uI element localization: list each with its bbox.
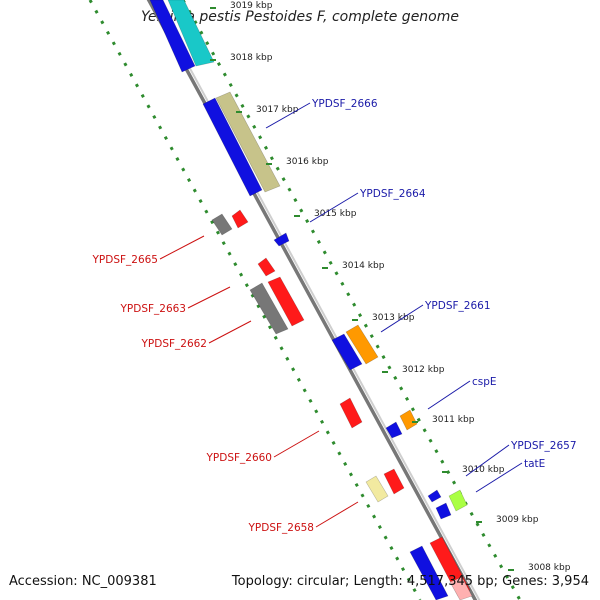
backbone-line-dark bbox=[146, 0, 478, 600]
gene-feature-blue-2661 bbox=[331, 333, 363, 371]
gene-feature-red-2665 bbox=[231, 209, 249, 229]
leader-line bbox=[475, 462, 523, 493]
gene-feature-red-2658 bbox=[383, 468, 405, 495]
tick-label: 3014 kbp bbox=[342, 261, 385, 271]
gene-label-ypdsf_2657: YPDSF_2657 bbox=[510, 440, 577, 452]
gene-feature-blue-bottom bbox=[409, 545, 449, 600]
gene-label-ypdsf_2665: YPDSF_2665 bbox=[91, 254, 158, 266]
accession-text: Accession: NC_009381 bbox=[9, 574, 157, 589]
gene-label-ypdsf_2663: YPDSF_2663 bbox=[119, 303, 186, 315]
leader-line bbox=[427, 380, 471, 410]
gene-feature-red-2663 bbox=[257, 257, 276, 277]
kbp-ticks: 3019 kbp 3018 kbp 3017 kbp 3016 kbp 3015 kbp… bbox=[210, 1, 571, 573]
gene-feature-blue-top bbox=[149, 0, 196, 73]
tick-label: 3016 kbp bbox=[286, 157, 329, 167]
leader-line bbox=[315, 501, 359, 528]
gene-feature-orange-2661 bbox=[345, 324, 379, 365]
gene-feature-khaki bbox=[215, 91, 281, 193]
gene-feature-cyan bbox=[167, 0, 215, 67]
leader-line bbox=[273, 430, 320, 458]
topology-summary: Topology: circular; Length: 4,517,345 bp… bbox=[231, 574, 589, 589]
gene-feature-pink-bottom bbox=[449, 576, 473, 600]
gene-label-tate: tatE bbox=[524, 458, 545, 470]
leader-line bbox=[265, 102, 311, 129]
gene-label-ypdsf_2662: YPDSF_2662 bbox=[140, 338, 207, 350]
gene-feature-orange-cspe bbox=[399, 409, 418, 431]
gene-feature-red-2662 bbox=[267, 276, 305, 327]
gene-label-ypdsf_2660: YPDSF_2660 bbox=[205, 452, 272, 464]
gene-label-ypdsf_2658: YPDSF_2658 bbox=[247, 522, 314, 534]
backbone-line-light bbox=[151, 0, 481, 600]
tick-label: 3008 kbp bbox=[528, 563, 571, 573]
gene-feature-blue-cspe bbox=[385, 421, 403, 439]
gene-feature-yellow-2658 bbox=[365, 475, 389, 503]
genome-backbone bbox=[146, 0, 481, 600]
tick-label: 3018 kbp bbox=[230, 53, 273, 63]
gene-feature-blue-small bbox=[435, 502, 452, 520]
inner-dotted-ring-outer bbox=[88, 0, 422, 600]
tick-label: 3013 kbp bbox=[372, 313, 415, 323]
leader-line bbox=[208, 320, 252, 344]
tick-label: 3009 kbp bbox=[496, 515, 539, 525]
tick-label: 3015 kbp bbox=[314, 209, 357, 219]
gene-feature-green-2657 bbox=[448, 489, 468, 512]
leader-line bbox=[159, 235, 205, 260]
gene-feature-grey-2665 bbox=[211, 213, 233, 236]
tick-label: 3019 kbp bbox=[230, 1, 273, 11]
gene-label-cspe: cspE bbox=[472, 376, 497, 388]
gene-label-ypdsf_2664: YPDSF_2664 bbox=[359, 188, 426, 200]
tick-label: 3017 kbp bbox=[256, 105, 299, 115]
leader-line bbox=[187, 286, 231, 309]
gene-feature-red-2660 bbox=[339, 397, 363, 429]
gene-label-ypdsf_2666: YPDSF_2666 bbox=[311, 98, 378, 110]
leader-line bbox=[465, 444, 510, 477]
gene-feature-blue-large bbox=[202, 97, 263, 197]
tick-label: 3012 kbp bbox=[402, 365, 445, 375]
gene-feature-blue-tate bbox=[427, 489, 442, 503]
gene-features bbox=[149, 0, 473, 600]
gene-label-ypdsf_2661: YPDSF_2661 bbox=[424, 300, 491, 312]
leader-line bbox=[309, 192, 359, 223]
gene-feature-grey-2662 bbox=[249, 282, 289, 335]
tick-label: 3010 kbp bbox=[462, 465, 505, 475]
tick-label: 3011 kbp bbox=[432, 415, 475, 425]
gene-feature-blue-2664 bbox=[273, 232, 290, 247]
leader-line bbox=[380, 304, 424, 333]
map-title: Yersinia pestis Pestoides F, complete ge… bbox=[141, 9, 459, 25]
